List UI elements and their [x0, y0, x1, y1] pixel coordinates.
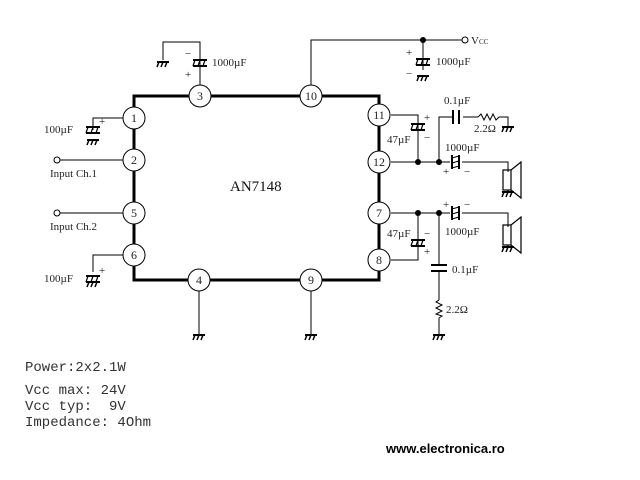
svg-text:1: 1	[131, 111, 137, 125]
svg-text:9: 9	[308, 273, 314, 287]
input-ch2-label: Input Ch.2	[50, 221, 97, 233]
pins: 3 10 1 2 5 6 4 9 11 12 7 8	[122, 84, 391, 292]
pin-1: 1	[122, 106, 146, 130]
svg-text:3: 3	[197, 89, 203, 103]
junction-dot	[436, 210, 442, 216]
input-ch1-terminal	[53, 156, 61, 164]
ground-icon	[156, 61, 170, 68]
svg-text:8: 8	[376, 253, 382, 267]
pin-8: 8	[367, 248, 391, 272]
input-ch1-label: Input Ch.1	[50, 168, 97, 180]
svg-text:5: 5	[131, 206, 137, 220]
pin-12: 12	[367, 150, 391, 174]
capacitor-bootstrap-1-value: 47µF	[387, 134, 410, 146]
polarity-plus: +	[443, 199, 449, 211]
ground-icon	[501, 126, 515, 133]
capacitor-pin6-value: 100µF	[44, 273, 73, 285]
capacitor-zobel-1	[452, 110, 460, 124]
resistor-zobel-1-value: 2.2Ω	[474, 123, 496, 135]
polarity-plus: +	[424, 246, 430, 258]
pin-9: 9	[299, 268, 323, 292]
pin-11: 11	[367, 103, 391, 127]
polarity-plus: +	[99, 265, 105, 277]
pin-7: 7	[367, 201, 391, 225]
ground-icon	[432, 334, 446, 341]
polarity-plus: +	[443, 166, 449, 178]
capacitor-pin6	[85, 275, 101, 283]
resistor-zobel-2	[434, 299, 444, 319]
pin-4: 4	[187, 268, 211, 292]
pin-5: 5	[122, 201, 146, 225]
polarity-plus: +	[424, 112, 430, 124]
spec-vcc-typ: Vcc typ: 9V	[25, 399, 126, 415]
junction-dot	[436, 159, 442, 165]
polarity-minus: −	[185, 48, 191, 60]
ground-icon	[86, 139, 100, 146]
ic-name: AN7148	[230, 179, 282, 195]
capacitor-output-1-value: 1000µF	[445, 142, 479, 154]
resistor-zobel-2-value: 2.2Ω	[446, 304, 468, 316]
speaker-2-icon	[502, 215, 522, 255]
polarity-minus: −	[406, 68, 412, 80]
svg-text:11: 11	[373, 108, 385, 122]
junction-dot	[415, 210, 421, 216]
capacitor-pin3-value: 1000µF	[212, 57, 246, 69]
ground-icon	[501, 246, 515, 253]
pin-10: 10	[299, 84, 323, 108]
pin-2: 2	[122, 148, 146, 172]
polarity-plus: +	[185, 69, 191, 81]
polarity-minus: −	[464, 166, 470, 178]
wires	[59, 39, 509, 334]
capacitor-zobel-2-value: 0.1µF	[452, 264, 478, 276]
capacitor-zobel-2	[431, 264, 447, 272]
capacitor-vcc-value: 1000µF	[436, 56, 470, 68]
spec-vcc-max: Vcc max: 24V	[25, 383, 126, 399]
spec-impedance: Impedance: 4Ohm	[25, 415, 152, 431]
capacitor-bootstrap-2-value: 47µF	[387, 228, 410, 240]
spec-power: Power:2x2.1W	[25, 360, 126, 376]
capacitor-output-2	[451, 206, 460, 220]
pin-3: 3	[188, 84, 212, 108]
pin-6: 6	[122, 243, 146, 267]
svg-text:4: 4	[196, 273, 202, 287]
polarity-minus: −	[424, 132, 430, 144]
ground-icon	[416, 75, 430, 82]
ground-icon	[192, 334, 206, 341]
website-link[interactable]: www.electronica.ro	[386, 441, 505, 456]
capacitor-zobel-1-value: 0.1µF	[444, 95, 470, 107]
capacitor-output-1	[451, 155, 460, 169]
input-ch2-terminal	[53, 209, 61, 217]
svg-text:7: 7	[376, 206, 382, 220]
svg-text:12: 12	[373, 155, 385, 169]
vcc-terminal	[461, 36, 469, 44]
vcc-label: VCC	[471, 35, 489, 47]
ground-icon	[304, 334, 318, 341]
resistor-zobel-1	[477, 112, 500, 122]
polarity-plus: +	[406, 47, 412, 59]
capacitor-pin1-value: 100µF	[44, 124, 73, 136]
junction-dot	[420, 37, 426, 43]
ground-icon	[501, 191, 515, 198]
ic-body	[132, 94, 381, 282]
junction-dot	[415, 159, 421, 165]
polarity-plus: +	[99, 116, 105, 128]
polarity-minus: −	[464, 199, 470, 211]
capacitor-output-2-value: 1000µF	[445, 226, 479, 238]
polarity-minus: −	[424, 228, 430, 240]
svg-text:2: 2	[131, 153, 137, 167]
svg-text:6: 6	[131, 248, 137, 262]
speaker-1-icon	[502, 160, 522, 200]
svg-text:10: 10	[305, 89, 317, 103]
